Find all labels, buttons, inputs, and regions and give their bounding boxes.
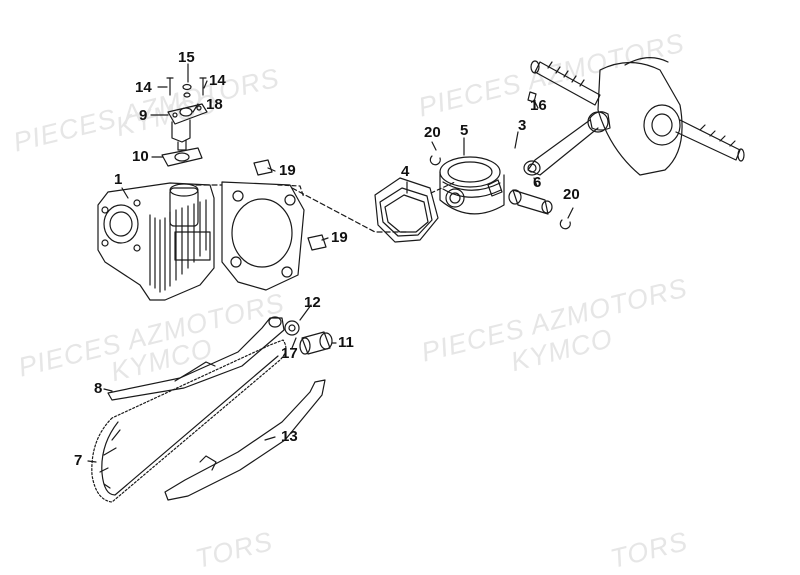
callout-20-left[interactable]: 20 <box>424 124 441 141</box>
callout-13[interactable]: 13 <box>281 428 298 445</box>
callout-3[interactable]: 3 <box>518 117 527 134</box>
tensioner-slipper-part[interactable] <box>107 316 285 401</box>
piston-rings-part[interactable] <box>374 177 439 243</box>
assembly-line <box>291 187 407 233</box>
cam-chain-part[interactable] <box>91 339 287 503</box>
callout-4[interactable]: 4 <box>401 163 410 180</box>
cylinder-gasket-part[interactable] <box>221 181 305 291</box>
callout-19-upper[interactable]: 19 <box>279 162 296 179</box>
circlip-left-part[interactable] <box>429 155 441 166</box>
piston-pin-part[interactable] <box>508 189 553 215</box>
callout-10[interactable]: 10 <box>132 148 149 165</box>
callout-20-right[interactable]: 20 <box>563 186 580 203</box>
callout-16[interactable]: 16 <box>530 97 547 114</box>
callout-14-right[interactable]: 14 <box>209 72 226 89</box>
woodruff-key-part[interactable] <box>527 91 537 103</box>
callout-15[interactable]: 15 <box>178 49 195 66</box>
callout-8[interactable]: 8 <box>94 380 103 397</box>
callout-6[interactable]: 6 <box>533 174 542 191</box>
circlip-right-part[interactable] <box>559 219 571 230</box>
callout-9[interactable]: 9 <box>139 107 148 124</box>
callout-19-lower[interactable]: 19 <box>331 229 348 246</box>
callout-14-left[interactable]: 14 <box>135 79 152 96</box>
callout-5[interactable]: 5 <box>460 122 469 139</box>
bolt-parts[interactable] <box>166 77 207 98</box>
callout-12[interactable]: 12 <box>304 294 321 311</box>
callout-1[interactable]: 1 <box>114 171 123 188</box>
chain-guide-part[interactable] <box>164 379 326 501</box>
callout-17[interactable]: 17 <box>281 345 298 362</box>
piston-part[interactable] <box>439 156 505 215</box>
callout-11[interactable]: 11 <box>338 334 354 351</box>
lifter-gasket-part[interactable] <box>161 147 203 167</box>
leader-lines <box>87 63 574 463</box>
crankshaft-part[interactable] <box>523 57 745 176</box>
dowel-pin-parts[interactable] <box>253 159 327 251</box>
cylinder-part[interactable] <box>97 182 215 301</box>
callout-18[interactable]: 18 <box>206 96 223 113</box>
callout-7[interactable]: 7 <box>74 452 83 469</box>
tensioner-pivot-part[interactable] <box>284 320 333 355</box>
tensioner-lifter-part[interactable] <box>167 103 208 151</box>
